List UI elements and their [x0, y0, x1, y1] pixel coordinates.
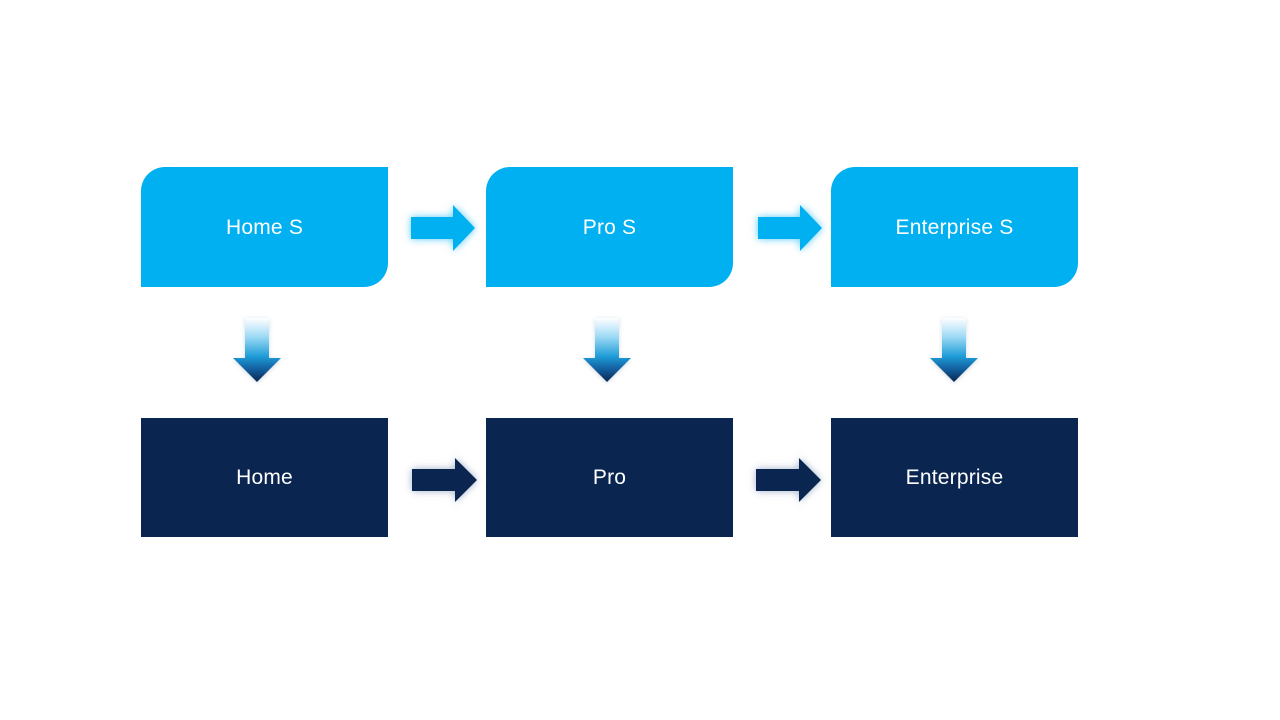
- node-home-label: Home: [236, 466, 293, 489]
- node-pro-label: Pro: [592, 466, 627, 489]
- arrow-right-icon-pro-s-to-enterprise-s: [758, 204, 823, 252]
- node-home: Home: [141, 418, 388, 537]
- arrow-down-icon-pro-s-to-pro: [583, 318, 631, 382]
- node-enterprise-s: Enterprise S: [831, 167, 1078, 287]
- arrow-down-shape: [583, 318, 631, 382]
- arrow-down-shape: [930, 318, 978, 382]
- arrow-right-shape: [411, 205, 475, 251]
- arrow-right-icon-home-to-pro: [412, 456, 478, 504]
- arrow-right-shape: [756, 458, 821, 502]
- node-enterprise-s-label: Enterprise S: [895, 215, 1014, 239]
- arrow-down-icon-home-s-to-home: [233, 318, 281, 382]
- arrow-down-icon-enterprise-s-to-enterprise: [930, 318, 978, 382]
- node-enterprise: Enterprise: [831, 418, 1078, 537]
- arrow-right-shape: [758, 205, 822, 251]
- node-pro: Pro: [486, 418, 733, 537]
- arrow-right-icon-home-s-to-pro-s: [411, 204, 476, 252]
- arrow-right-shape: [412, 458, 477, 502]
- node-home-s: Home S: [141, 167, 388, 287]
- arrow-right-icon-pro-to-enterprise: [756, 456, 822, 504]
- node-enterprise-label: Enterprise: [905, 466, 1004, 489]
- node-pro-s-label: Pro S: [582, 215, 637, 239]
- node-pro-s: Pro S: [486, 167, 733, 287]
- arrow-down-shape: [233, 318, 281, 382]
- node-home-s-label: Home S: [225, 215, 304, 239]
